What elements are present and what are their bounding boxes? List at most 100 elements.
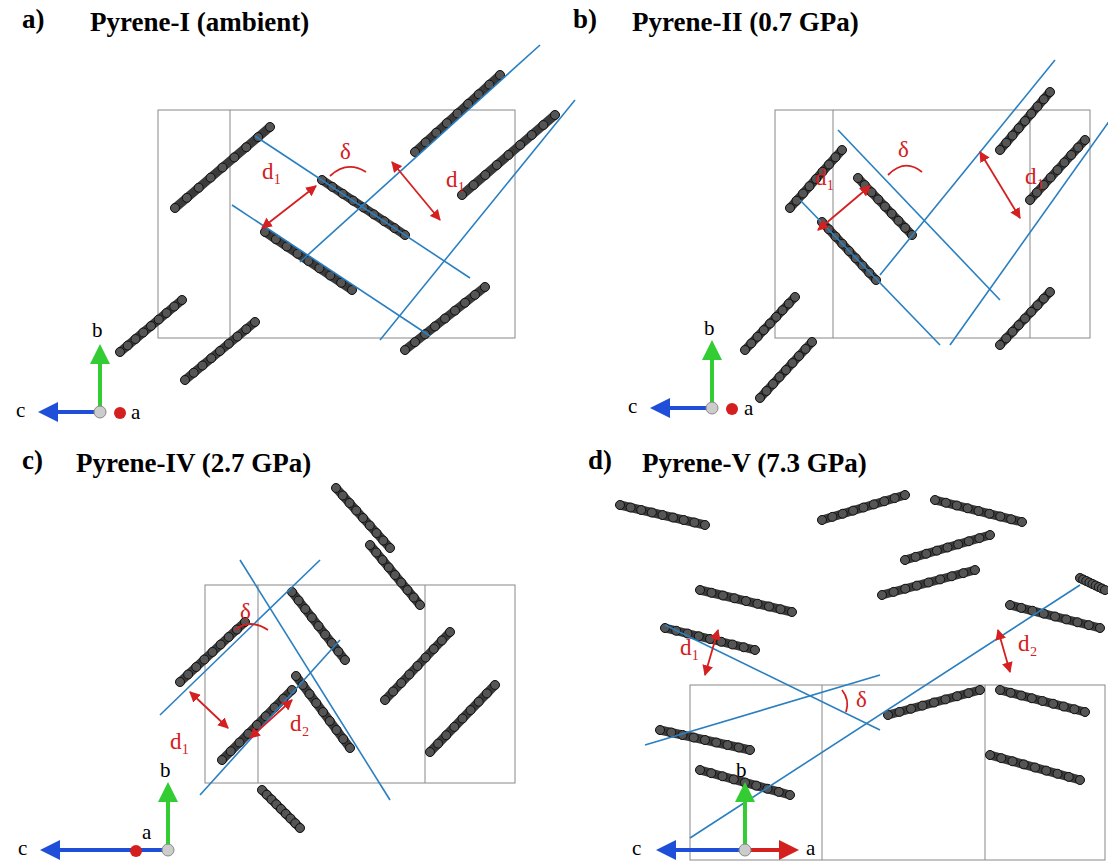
- atom: [389, 687, 398, 696]
- angle-label: δ: [898, 138, 909, 161]
- atom: [481, 171, 490, 180]
- atom: [411, 338, 420, 347]
- atom: [1033, 102, 1042, 111]
- atom: [739, 643, 748, 652]
- atom: [372, 529, 381, 538]
- atom: [1019, 760, 1028, 769]
- molecule: [1000, 92, 1050, 150]
- atom: [233, 332, 242, 341]
- atom: [712, 738, 721, 747]
- atom: [730, 594, 739, 603]
- atom: [872, 276, 881, 285]
- atom: [901, 491, 910, 500]
- atom: [466, 706, 475, 715]
- molecule: [262, 790, 300, 828]
- atom: [1059, 702, 1068, 711]
- atom: [397, 679, 406, 688]
- molecule: [858, 178, 912, 235]
- atom: [901, 556, 910, 565]
- atom: [296, 824, 305, 833]
- atom: [312, 699, 321, 708]
- molecule: [175, 127, 270, 208]
- atom: [162, 309, 171, 318]
- atom: [288, 588, 297, 597]
- atom: [706, 635, 715, 644]
- atom: [719, 591, 728, 600]
- axis-label: c: [16, 400, 25, 421]
- atom: [181, 376, 190, 385]
- atom: [334, 647, 343, 656]
- atom: [461, 298, 470, 307]
- panel-letter: c): [22, 447, 43, 474]
- distance-label: d₁: [446, 168, 466, 191]
- atom: [242, 143, 251, 152]
- atom: [887, 209, 896, 218]
- atom: [895, 707, 904, 716]
- atom: [216, 640, 225, 649]
- panel-title: Pyrene-IV (2.7 GPa): [76, 450, 311, 477]
- atom: [1027, 694, 1036, 703]
- axis-label: a: [806, 838, 815, 859]
- atom: [200, 655, 209, 664]
- atom: [894, 216, 903, 225]
- atom: [795, 352, 804, 361]
- atom: [1046, 288, 1055, 297]
- atom: [437, 636, 446, 645]
- atom: [416, 601, 425, 610]
- atom: [405, 670, 414, 679]
- molecule: [120, 300, 182, 352]
- angle-label: δ: [340, 140, 351, 163]
- atom: [325, 717, 334, 726]
- atom: [1018, 518, 1027, 527]
- atom: [224, 339, 233, 348]
- atom: [1046, 88, 1055, 97]
- atom: [701, 736, 710, 745]
- atom: [235, 738, 244, 747]
- atom: [752, 781, 761, 790]
- molecule: [405, 287, 485, 350]
- atom: [1062, 615, 1071, 624]
- axis-label: c: [632, 838, 641, 859]
- axis-triads: [42, 344, 795, 857]
- atom: [791, 293, 800, 302]
- atom: [230, 153, 239, 162]
- atom: [224, 633, 233, 642]
- distance-label: d₂: [290, 712, 310, 735]
- atom: [352, 506, 361, 515]
- atom: [616, 501, 625, 510]
- atom: [1039, 95, 1048, 104]
- panel-title: Pyrene-V (7.3 GPa): [642, 450, 867, 477]
- atom: [1053, 769, 1062, 778]
- atom: [305, 690, 314, 699]
- atom: [372, 548, 381, 557]
- atom: [788, 359, 797, 368]
- atom: [116, 348, 125, 357]
- molecule: [180, 622, 245, 682]
- atom: [943, 543, 952, 552]
- axis-label: b: [704, 318, 715, 339]
- atom: [728, 640, 737, 649]
- atom: [874, 195, 883, 204]
- atom: [656, 726, 665, 735]
- angle-label: δ: [240, 600, 251, 623]
- atom: [492, 161, 501, 170]
- atom: [869, 500, 878, 509]
- atom: [890, 494, 899, 503]
- atom: [251, 318, 260, 327]
- atom: [301, 605, 310, 614]
- atom: [208, 648, 217, 657]
- panel-letter: b): [573, 6, 597, 33]
- atom: [701, 521, 710, 530]
- atom: [421, 653, 430, 662]
- atom: [474, 697, 483, 706]
- axis-label: b: [92, 320, 103, 341]
- atom: [922, 549, 931, 558]
- atom: [270, 703, 279, 712]
- atom: [147, 322, 156, 331]
- atom: [859, 503, 868, 512]
- atom: [184, 670, 193, 679]
- atom: [985, 509, 994, 518]
- atom: [782, 366, 791, 375]
- atom: [397, 578, 406, 587]
- molecule: [336, 488, 390, 548]
